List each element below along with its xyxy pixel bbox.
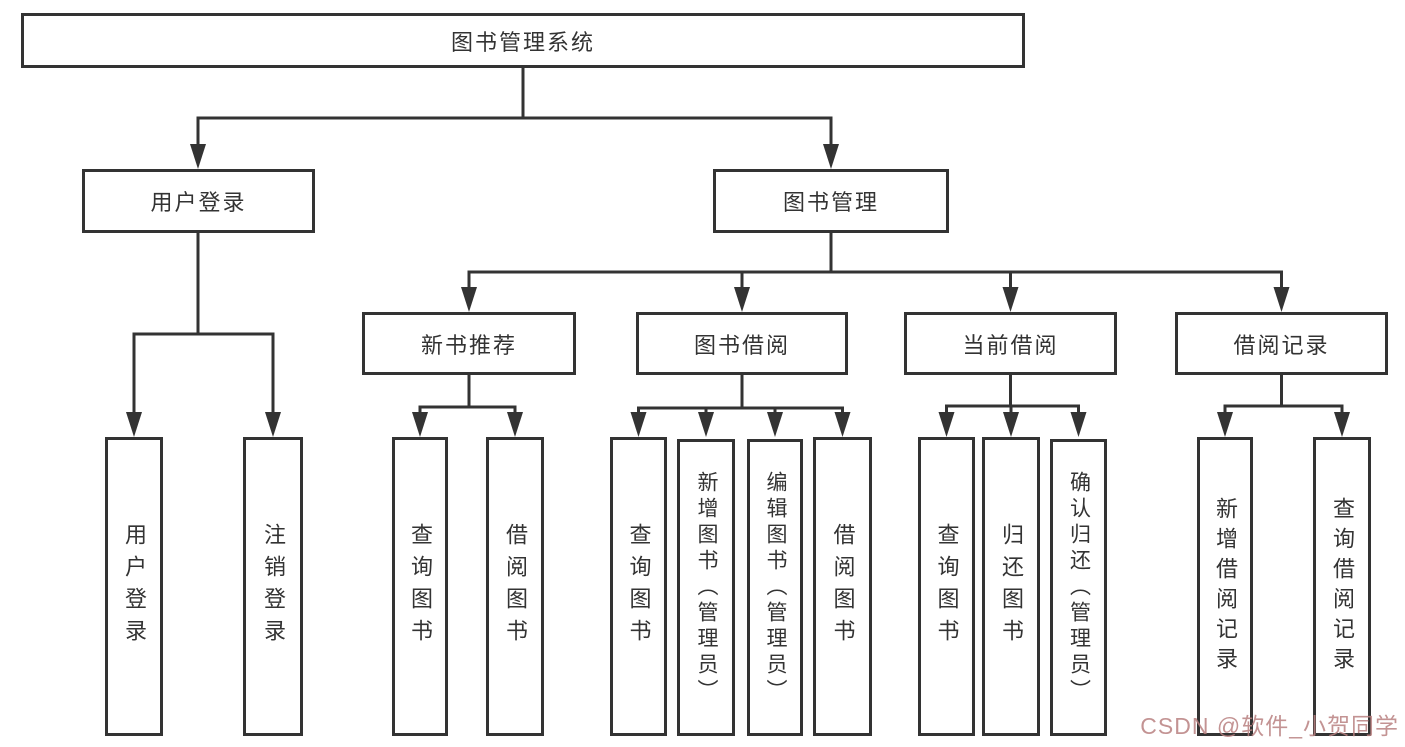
node-leaf-newbook-query: 查询图书: [392, 437, 448, 736]
node-new-book-label: 新书推荐: [420, 332, 517, 358]
leaf-label: 查询图书: [626, 522, 652, 651]
leaf-label: 新增图书（管理员）: [695, 470, 718, 705]
node-leaf-borrow-add: 新增图书（管理员）: [677, 439, 735, 736]
node-leaf-current-confirm: 确认归还（管理员）: [1050, 439, 1107, 736]
leaf-label: 新增借阅记录: [1213, 496, 1238, 677]
node-book-borrow-label: 图书借阅: [693, 332, 790, 358]
leaf-label: 编辑图书（管理员）: [764, 470, 787, 705]
arrowhead-icon: [1070, 412, 1087, 437]
arrowhead-icon: [265, 412, 281, 437]
node-leaf-newbook-borrow: 借阅图书: [486, 437, 544, 736]
node-leaf-record-add: 新增借阅记录: [1197, 437, 1253, 736]
leaf-label: 查询图书: [934, 522, 960, 651]
node-book-borrow: 图书借阅: [636, 312, 848, 375]
arrowhead-icon: [1273, 287, 1290, 312]
node-leaf-record-query: 查询借阅记录: [1313, 437, 1371, 736]
arrowhead-icon: [698, 412, 714, 437]
arrowhead-icon: [126, 412, 142, 437]
node-root: 图书管理系统: [21, 13, 1025, 68]
leaf-label: 借阅图书: [503, 522, 528, 651]
node-root-label: 图书管理系统: [450, 29, 595, 55]
leaf-label: 借阅图书: [830, 522, 856, 651]
leaf-label: 查询图书: [408, 522, 433, 651]
node-current-borrow-label: 当前借阅: [962, 332, 1059, 358]
node-leaf-current-return: 归还图书: [982, 437, 1040, 736]
node-leaf-logout: 注销登录: [243, 437, 303, 736]
leaf-label: 注销登录: [261, 522, 286, 651]
leaf-label: 查询借阅记录: [1330, 496, 1355, 677]
arrowhead-icon: [412, 412, 428, 437]
arrowhead-icon: [1217, 412, 1233, 437]
arrowhead-icon: [507, 412, 523, 437]
arrowhead-icon: [734, 287, 750, 312]
watermark: CSDN @软件_小贺同学: [1140, 713, 1399, 739]
arrowhead-icon: [1002, 287, 1019, 312]
node-leaf-borrow-borrow: 借阅图书: [813, 437, 872, 736]
arrowhead-icon: [823, 144, 839, 169]
node-leaf-current-query: 查询图书: [918, 437, 975, 736]
node-book-mgmt-label: 图书管理: [782, 190, 879, 215]
node-leaf-user-login: 用户登录: [105, 437, 163, 736]
node-book-mgmt: 图书管理: [713, 169, 949, 233]
node-borrow-record: 借阅记录: [1175, 312, 1388, 375]
leaf-label: 确认归还（管理员）: [1067, 470, 1091, 705]
arrowhead-icon: [938, 412, 955, 437]
arrowhead-icon: [767, 412, 783, 437]
node-borrow-record-label: 借阅记录: [1233, 332, 1330, 358]
node-user-login-label: 用户登录: [150, 190, 247, 215]
leaf-label: 归还图书: [999, 522, 1024, 651]
node-leaf-borrow-edit: 编辑图书（管理员）: [747, 439, 803, 736]
arrowhead-icon: [461, 287, 477, 312]
arrowhead-icon: [1334, 412, 1350, 437]
node-current-borrow: 当前借阅: [904, 312, 1117, 375]
node-user-login: 用户登录: [82, 169, 315, 233]
node-new-book: 新书推荐: [362, 312, 576, 375]
node-leaf-borrow-query: 查询图书: [610, 437, 667, 736]
arrowhead-icon: [630, 412, 647, 437]
arrowhead-icon: [1003, 412, 1019, 437]
arrowhead-icon: [190, 144, 206, 169]
arrowhead-icon: [834, 412, 851, 437]
leaf-label: 用户登录: [122, 522, 147, 651]
